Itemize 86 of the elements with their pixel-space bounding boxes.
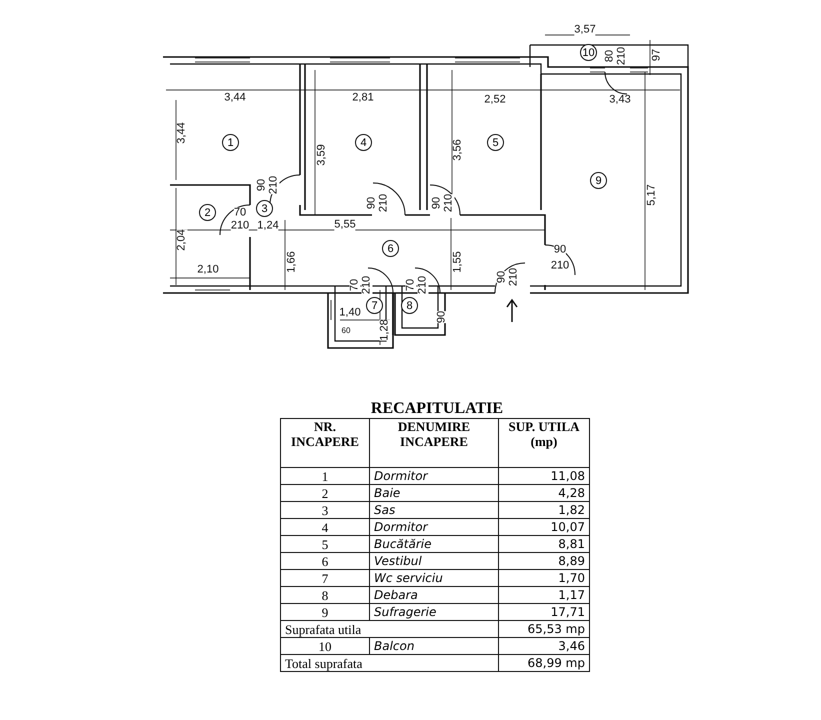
room-index: 5	[280, 536, 370, 552]
dimension-label: 5,17	[646, 184, 658, 206]
room-name: Baie	[370, 484, 498, 502]
column-header: DENUMIRE INCAPERE	[370, 418, 498, 468]
room-index: 6	[280, 552, 370, 570]
door-size-label: 90	[554, 244, 566, 256]
area-value: 10,07	[498, 518, 590, 536]
room-name: Sufragerie	[370, 604, 498, 620]
dimension-label: 3,43	[609, 94, 631, 106]
dimension-label: 2,04	[176, 229, 188, 251]
dimension-label: 90	[436, 310, 448, 324]
door-size-label: 210	[362, 276, 372, 294]
room-number: 5	[487, 134, 504, 151]
dimension-label: 3,44	[224, 92, 246, 104]
room-index: 8	[280, 586, 370, 604]
room-name: Wc serviciu	[370, 570, 498, 586]
room-number: 8	[401, 297, 418, 314]
room-index: 10	[280, 638, 370, 654]
room-number: 7	[366, 297, 383, 314]
room-index: 4	[280, 518, 370, 536]
dimension-label: 1,28	[380, 319, 390, 341]
room-name: Dormitor	[370, 468, 498, 484]
area-value: 68,99 mp	[498, 654, 590, 672]
door-size-label: 80	[604, 50, 616, 62]
room-name: Dormitor	[370, 518, 498, 536]
door-size-label: 70	[234, 208, 246, 218]
door-size-label: 90	[432, 196, 442, 210]
room-number: 2	[199, 204, 216, 221]
room-number: 10	[580, 44, 597, 61]
room-name: Bucătărie	[370, 536, 498, 552]
dimension-label: 60	[342, 327, 350, 335]
door-size-label: 210	[508, 268, 520, 286]
door-size-label: 210	[268, 176, 280, 194]
room-name: Vestibul	[370, 552, 498, 570]
door-size-label: 90	[496, 270, 508, 284]
area-value: 1,70	[498, 570, 590, 586]
door-size-label: 90	[366, 196, 378, 210]
dimension-label: 2,81	[352, 92, 374, 104]
total-label: Suprafata utila	[280, 620, 498, 638]
dimension-label: 1,66	[286, 251, 298, 273]
door-size-label: 210	[444, 194, 454, 212]
total-label: Total suprafata	[280, 654, 498, 672]
dimension-label: 2,52	[484, 94, 506, 106]
area-value: 3,46	[498, 638, 590, 654]
room-number: 3	[256, 200, 273, 217]
table-title: RECAPITULATIE	[370, 400, 504, 418]
room-name: Sas	[370, 502, 498, 518]
area-value: 11,08	[498, 468, 590, 484]
dimension-label: 2,10	[197, 264, 219, 276]
door-size-label: 210	[230, 220, 250, 232]
dimension-label: 1,24	[257, 220, 279, 232]
room-index: 7	[280, 570, 370, 586]
room-index: 9	[280, 604, 370, 620]
room-name: Debara	[370, 586, 498, 604]
area-value: 1,17	[498, 586, 590, 604]
room-name: Balcon	[370, 638, 498, 654]
area-value: 17,71	[498, 604, 590, 620]
door-size-label: 210	[550, 260, 570, 272]
column-header: SUP. UTILA (mp)	[498, 418, 590, 468]
dimension-label: 3,59	[316, 144, 328, 166]
room-index: 2	[280, 484, 370, 502]
dimension-label: 3,56	[452, 139, 464, 161]
door-size-label: 210	[378, 194, 390, 212]
room-number: 4	[355, 134, 372, 151]
door-size-label: 210	[616, 46, 628, 66]
dimension-label: 97	[652, 48, 662, 62]
room-number: 1	[222, 134, 239, 151]
dimension-label: 1,55	[452, 251, 464, 273]
area-value: 1,82	[498, 502, 590, 518]
door-size-label: 210	[418, 276, 428, 294]
room-number: 6	[382, 240, 399, 257]
dimension-label: 5,55	[334, 220, 356, 230]
room-index: 3	[280, 502, 370, 518]
area-value: 8,81	[498, 536, 590, 552]
area-value: 4,28	[498, 484, 590, 502]
room-index: 1	[280, 468, 370, 484]
door-size-label: 90	[256, 178, 268, 192]
dimension-label: 3,44	[176, 122, 188, 144]
door-size-label: 70	[406, 278, 416, 292]
area-value: 65,53 mp	[498, 620, 590, 638]
area-value: 8,89	[498, 552, 590, 570]
dimension-label: 1,40	[339, 308, 361, 318]
dimension-label: 3,57	[574, 24, 596, 36]
door-size-label: 70	[350, 278, 360, 292]
room-number: 9	[590, 172, 607, 189]
column-header: NR. INCAPERE	[280, 418, 370, 468]
